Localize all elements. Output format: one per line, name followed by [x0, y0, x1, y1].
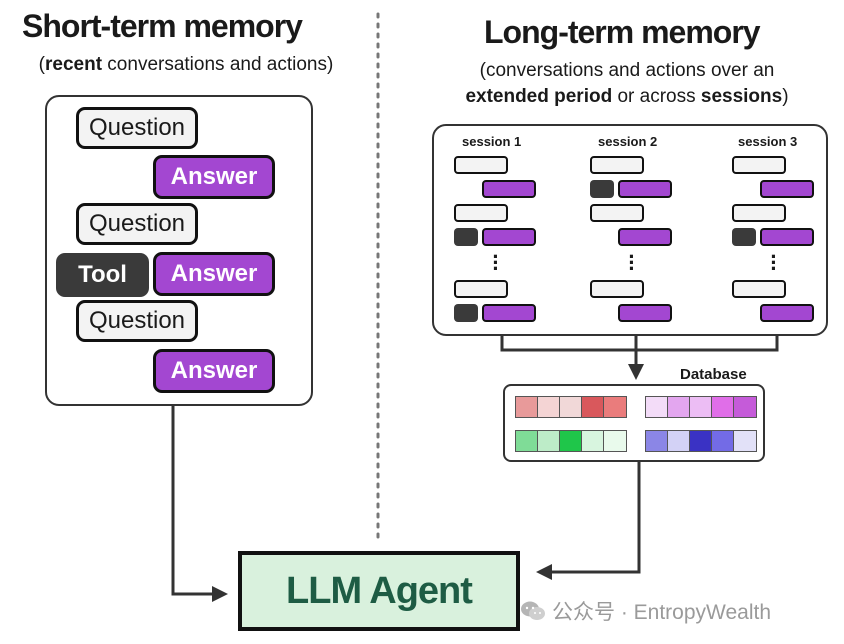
session-answer: [760, 304, 814, 322]
session-tool: [454, 228, 478, 246]
session-label: session 1: [462, 134, 522, 149]
answer-box: Answer: [153, 349, 275, 393]
session-answer: [618, 228, 672, 246]
ellipsis-icon: ···: [770, 244, 778, 281]
session-answer: [760, 228, 814, 246]
session-question: [454, 204, 508, 222]
database-cell: [690, 431, 712, 451]
short-term-arrowhead: [212, 586, 228, 602]
database-panel: [503, 384, 765, 462]
database-cell: [604, 431, 626, 451]
database-cell: [538, 431, 560, 451]
database-connector: [552, 462, 641, 574]
database-row-blue: [645, 430, 757, 452]
session-question: [732, 156, 786, 174]
session-label: session 2: [598, 134, 658, 149]
ellipsis-icon: ···: [628, 244, 636, 281]
sessions-bracket: [500, 335, 779, 352]
short-term-title: Short-term memory: [22, 8, 303, 44]
short-term-panel: Question Answer Question Tool Answer Que…: [45, 95, 313, 406]
session-tool: [590, 180, 614, 198]
database-cell: [668, 431, 690, 451]
answer-box: Answer: [153, 252, 275, 296]
database-row-purple: [645, 396, 757, 418]
long-term-subtitle: (conversations and actions over an exten…: [465, 60, 789, 107]
session-question: [590, 204, 644, 222]
llm-agent-box: LLM Agent: [238, 551, 520, 631]
database-cell: [560, 431, 582, 451]
database-cell: [734, 397, 756, 417]
database-cell: [604, 397, 626, 417]
tool-box: Tool: [56, 253, 149, 297]
session-answer: [760, 180, 814, 198]
database-cell: [734, 431, 756, 451]
database-cell: [668, 397, 690, 417]
short-term-subtitle: (recent conversations and actions): [38, 54, 334, 75]
short-term-connector: [171, 405, 212, 596]
session-question: [454, 280, 508, 298]
database-arrowhead: [628, 364, 644, 380]
session-tool: [454, 304, 478, 322]
session-answer: [482, 180, 536, 198]
session-question: [454, 156, 508, 174]
database-cell: [516, 431, 538, 451]
session-tool: [732, 228, 756, 246]
database-cell: [690, 397, 712, 417]
long-term-title: Long-term memory: [484, 14, 761, 50]
sessions-panel: session 1 session 2 session 3 ··· ··· ··…: [432, 124, 828, 336]
database-row-red: [515, 396, 627, 418]
database-cell: [712, 397, 734, 417]
session-question: [732, 280, 786, 298]
session-answer: [482, 304, 536, 322]
question-box: Question: [76, 107, 198, 149]
session-question: [590, 156, 644, 174]
session-label: session 3: [738, 134, 798, 149]
database-cell: [538, 397, 560, 417]
session-answer: [618, 180, 672, 198]
session-question: [732, 204, 786, 222]
database-cell: [560, 397, 582, 417]
wechat-icon: [521, 601, 545, 620]
watermark-text: 公众号 · EntropyWealth: [552, 601, 772, 624]
watermark: 公众号 · EntropyWealth: [520, 596, 771, 626]
session-question: [590, 280, 644, 298]
database-cell: [646, 431, 668, 451]
session-answer: [482, 228, 536, 246]
ellipsis-icon: ···: [492, 244, 500, 281]
question-box: Question: [76, 300, 198, 342]
database-cell: [712, 431, 734, 451]
session-answer: [618, 304, 672, 322]
database-label: Database: [680, 366, 747, 383]
database-cell: [516, 397, 538, 417]
question-box: Question: [76, 203, 198, 245]
database-cell: [646, 397, 668, 417]
agent-arrowhead: [536, 564, 552, 580]
answer-box: Answer: [153, 155, 275, 199]
database-row-green: [515, 430, 627, 452]
database-cell: [582, 397, 604, 417]
database-cell: [582, 431, 604, 451]
